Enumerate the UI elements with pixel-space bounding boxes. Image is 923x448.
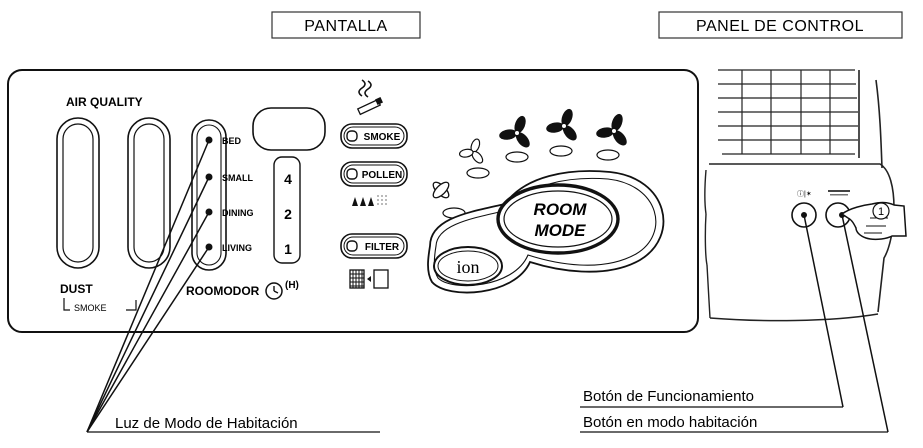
- air-quality-bar-inner: [62, 123, 94, 263]
- dust-label: DUST: [60, 282, 93, 296]
- timer-1-label: 1: [284, 241, 292, 257]
- ion-label: ion: [456, 257, 479, 277]
- step-number: 1: [878, 206, 884, 218]
- roomodor-label: ROOMODOR: [186, 284, 260, 298]
- filter-button-label: FILTER: [365, 242, 400, 253]
- header-display-label: PANTALLA: [304, 18, 387, 35]
- power-icon: ⓘ|✶: [797, 190, 812, 198]
- clock-icon: [265, 282, 283, 300]
- room-mode-living-label: LIVING: [222, 243, 252, 253]
- smoke-small-label: SMOKE: [74, 303, 107, 313]
- fan-indicator-light: [596, 149, 620, 161]
- header-display: PANTALLA: [271, 11, 421, 39]
- room-mode-light-bar-inner: [196, 124, 222, 266]
- smoke-button-label: SMOKE: [364, 132, 401, 143]
- timer-4-label: 4: [284, 171, 292, 187]
- room-mode-bed-label: BED: [222, 136, 242, 146]
- cigarette-smoke-icon: [356, 79, 383, 116]
- room-mode-label-mode: MODE: [535, 221, 587, 240]
- header-control-panel: PANEL DE CONTROL: [658, 11, 903, 39]
- timer-2-label: 2: [284, 206, 292, 222]
- callout-line-power: [803, 214, 844, 408]
- fan-indicator-light: [549, 145, 573, 157]
- room-mode-button[interactable]: ROOM MODE: [496, 183, 620, 255]
- smoke-button[interactable]: SMOKE: [340, 123, 408, 149]
- callout-power-button: Botón de Funcionamiento: [583, 388, 754, 405]
- display-window: [252, 107, 326, 151]
- filter-button[interactable]: FILTER: [340, 233, 408, 259]
- room-mode-light-callout-lines: [86, 139, 210, 433]
- callout-room-mode-light: Luz de Modo de Habitación: [115, 415, 298, 432]
- air-quality-label: AIR QUALITY: [66, 95, 143, 109]
- svg-text:ⓘ|✶: ⓘ|✶: [797, 190, 812, 198]
- air-grille: [718, 69, 858, 155]
- room-mode-label-room: ROOM: [534, 200, 588, 219]
- fan-indicator-light: [505, 151, 529, 163]
- ion-fan-icon: [432, 181, 450, 199]
- filter-icon: [349, 269, 389, 289]
- hours-label: (H): [285, 280, 299, 291]
- pointing-hand-icon: [840, 201, 907, 241]
- ion-button[interactable]: ion: [433, 246, 503, 286]
- header-control-panel-label: PANEL DE CONTROL: [696, 18, 864, 35]
- callout-room-mode-button: Botón en modo habitación: [583, 414, 757, 431]
- step-number-badge: 1: [872, 202, 890, 220]
- room-mode-button-label-tiny: [828, 190, 850, 196]
- pollen-icon: [352, 195, 387, 206]
- callout-line-room-mode: [841, 214, 889, 433]
- dust-bar-inner: [133, 123, 165, 263]
- pollen-button-label: POLLEN: [362, 170, 403, 181]
- pollen-button[interactable]: POLLEN: [340, 161, 408, 187]
- room-mode-dining-label: DINING: [222, 208, 254, 218]
- timer-indicator: [273, 156, 301, 264]
- room-mode-small-label: SMALL: [222, 173, 253, 183]
- fan-indicator-light: [466, 167, 490, 179]
